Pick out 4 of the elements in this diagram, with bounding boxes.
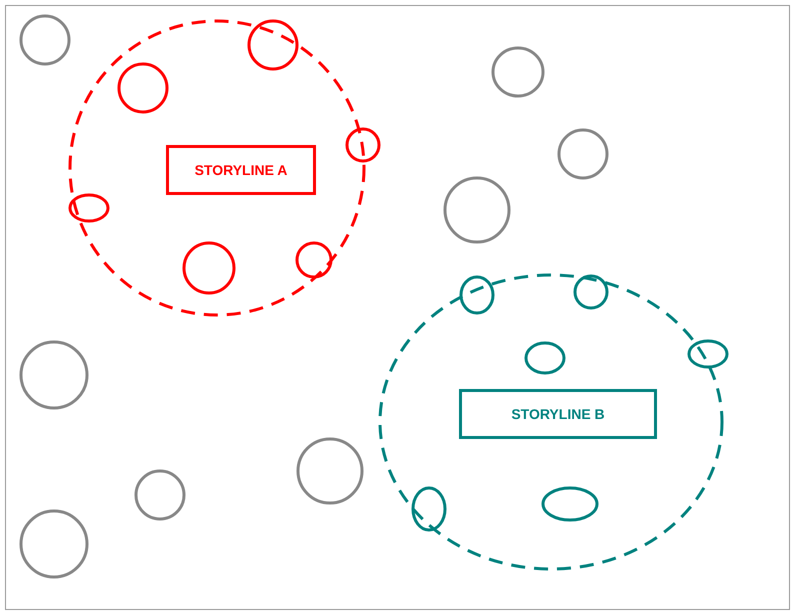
storyline-label: STORYLINE B bbox=[511, 406, 605, 422]
storyline-box bbox=[459, 389, 657, 439]
storyline-label: STORYLINE A bbox=[194, 162, 288, 178]
storyline-box bbox=[166, 145, 316, 195]
